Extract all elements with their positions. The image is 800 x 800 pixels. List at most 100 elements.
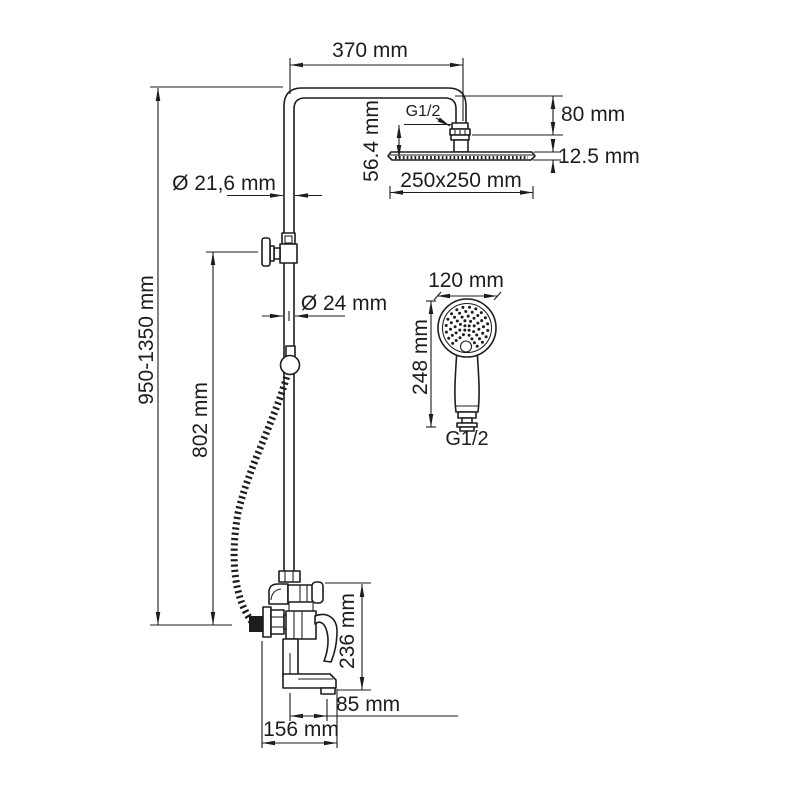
shower-column-pipe — [283, 87, 467, 574]
dim-head-connector-height-label: 56.4 mm — [360, 100, 383, 182]
valve-collar-detail — [284, 235, 293, 244]
hand-shower-button — [459, 340, 473, 353]
dim-mixer-depth: 156 mm — [261, 641, 339, 748]
hand-shower-nozzles — [444, 305, 490, 348]
dim-top-connection-label: G1/2 — [406, 103, 441, 120]
nozzle-dot — [468, 305, 471, 309]
nozzle-dot — [454, 339, 458, 342]
dim-valve-to-base-label: 802 mm — [189, 382, 212, 458]
nozzle-dot — [478, 337, 481, 341]
nozzle-dot — [461, 305, 465, 309]
nozzle-dot — [472, 324, 476, 328]
dim-head-size-label: 250x250 mm — [400, 169, 521, 192]
nozzle-dot — [472, 330, 476, 334]
dim-hand-shower-length: 248 mm — [409, 300, 436, 428]
dim-upper-pipe-diameter: Ø 21,6 mm — [172, 172, 322, 198]
dim-mixer-height-label: 236 mm — [336, 593, 359, 669]
nozzle-dot — [477, 327, 481, 331]
valve-body — [279, 243, 298, 264]
nozzle-dot — [481, 331, 485, 335]
nozzle-dot — [444, 330, 448, 334]
nozzle-dot — [450, 312, 454, 316]
nozzle-dot — [453, 325, 457, 329]
dim-head-size: 250x250 mm — [389, 169, 534, 199]
pipe-inner-line — [293, 97, 457, 574]
nozzle-dot — [482, 325, 485, 329]
nozzle-dot — [447, 336, 451, 340]
nozzle-dot — [463, 328, 467, 332]
faucet-left-elbow — [268, 583, 289, 605]
nozzle-dot — [460, 315, 464, 319]
dim-hand-shower-diameter-label: 120 mm — [428, 269, 504, 292]
nozzle-dot — [464, 310, 468, 313]
overhead-shower-head — [387, 122, 536, 161]
nozzle-dot — [486, 322, 490, 326]
nozzle-dot — [467, 328, 471, 332]
dim-hand-shower-diameter: 120 mm — [428, 269, 504, 301]
nozzle-dot — [486, 329, 490, 332]
nozzle-dot — [467, 324, 471, 328]
nozzle-dot — [479, 311, 483, 315]
dim-arm-drop: 80 mm — [455, 95, 625, 136]
dim-upper-pipe-diameter-label: Ø 21,6 mm — [172, 172, 276, 195]
valve-collar — [281, 232, 296, 245]
dim-lower-pipe-diameter: Ø 24 mm — [262, 292, 387, 321]
dim-spout-reach-label: 85 mm — [336, 693, 400, 716]
faucet-top-nut — [278, 570, 301, 583]
nozzle-dot — [476, 321, 480, 325]
nozzle-dot — [469, 319, 473, 323]
nozzle-dot — [455, 308, 459, 312]
nozzle-dot — [454, 331, 458, 335]
nozzle-dot — [483, 316, 487, 320]
hand-shower-handle — [454, 349, 480, 413]
dim-arm-drop-label: 80 mm — [561, 103, 625, 126]
nozzle-dot — [446, 317, 450, 321]
nozzle-dot — [458, 322, 462, 326]
dim-valve-to-base: 802 mm — [189, 251, 258, 625]
dim-arm-width-label: 370 mm — [332, 39, 408, 62]
hand-shower-face-outer — [437, 298, 497, 358]
dim-mixer-depth-label: 156 mm — [263, 718, 339, 741]
nozzle-dot — [466, 314, 470, 318]
head-stem — [453, 139, 469, 153]
nozzle-dot — [458, 336, 462, 340]
dim-lower-pipe-diameter-label: Ø 24 mm — [301, 292, 387, 315]
nozzle-dot — [461, 333, 465, 337]
nozzle-dot — [455, 319, 459, 323]
mixer-handle — [314, 613, 338, 663]
wall-escutcheon — [262, 606, 272, 638]
nozzle-dot — [470, 310, 474, 314]
hand-shower-fitting — [459, 426, 475, 432]
hand-shower-face-inner — [441, 302, 493, 354]
nozzle-dot — [453, 315, 456, 319]
hose-coil — [230, 371, 292, 626]
nozzle-dot — [463, 319, 467, 323]
dim-mixer-height: 236 mm — [325, 582, 371, 691]
mixer-faucet — [249, 570, 338, 695]
hand-shower-nut — [457, 411, 477, 419]
nozzle-dot — [458, 311, 462, 315]
nozzle-dot — [470, 337, 474, 341]
nozzle-dot — [458, 328, 462, 332]
hand-shower — [437, 298, 497, 432]
diverter-valve — [261, 232, 298, 267]
nozzle-dot — [467, 333, 471, 337]
faucet-cylinder-cap — [311, 581, 324, 604]
nozzle-dot — [475, 333, 479, 337]
nozzle-dot — [484, 335, 488, 339]
dim-hand-shower-length-label: 248 mm — [409, 319, 432, 395]
pipe-outer-line — [283, 87, 467, 574]
nozzle-dot — [449, 321, 453, 325]
spout-outlet-lip — [320, 687, 336, 695]
dim-head-thickness-label: 12.5 mm — [558, 145, 640, 168]
shower-hose — [230, 371, 292, 626]
nozzle-dot — [450, 333, 454, 337]
dim-head-connector-height: 56.4 mm — [360, 100, 451, 182]
valve-knob — [261, 237, 271, 267]
dim-column-height: 950-1350 mm — [135, 86, 283, 626]
nozzle-dot — [444, 324, 448, 327]
dim-arm-width: 370 mm — [289, 39, 464, 121]
nozzle-dot — [449, 327, 452, 331]
